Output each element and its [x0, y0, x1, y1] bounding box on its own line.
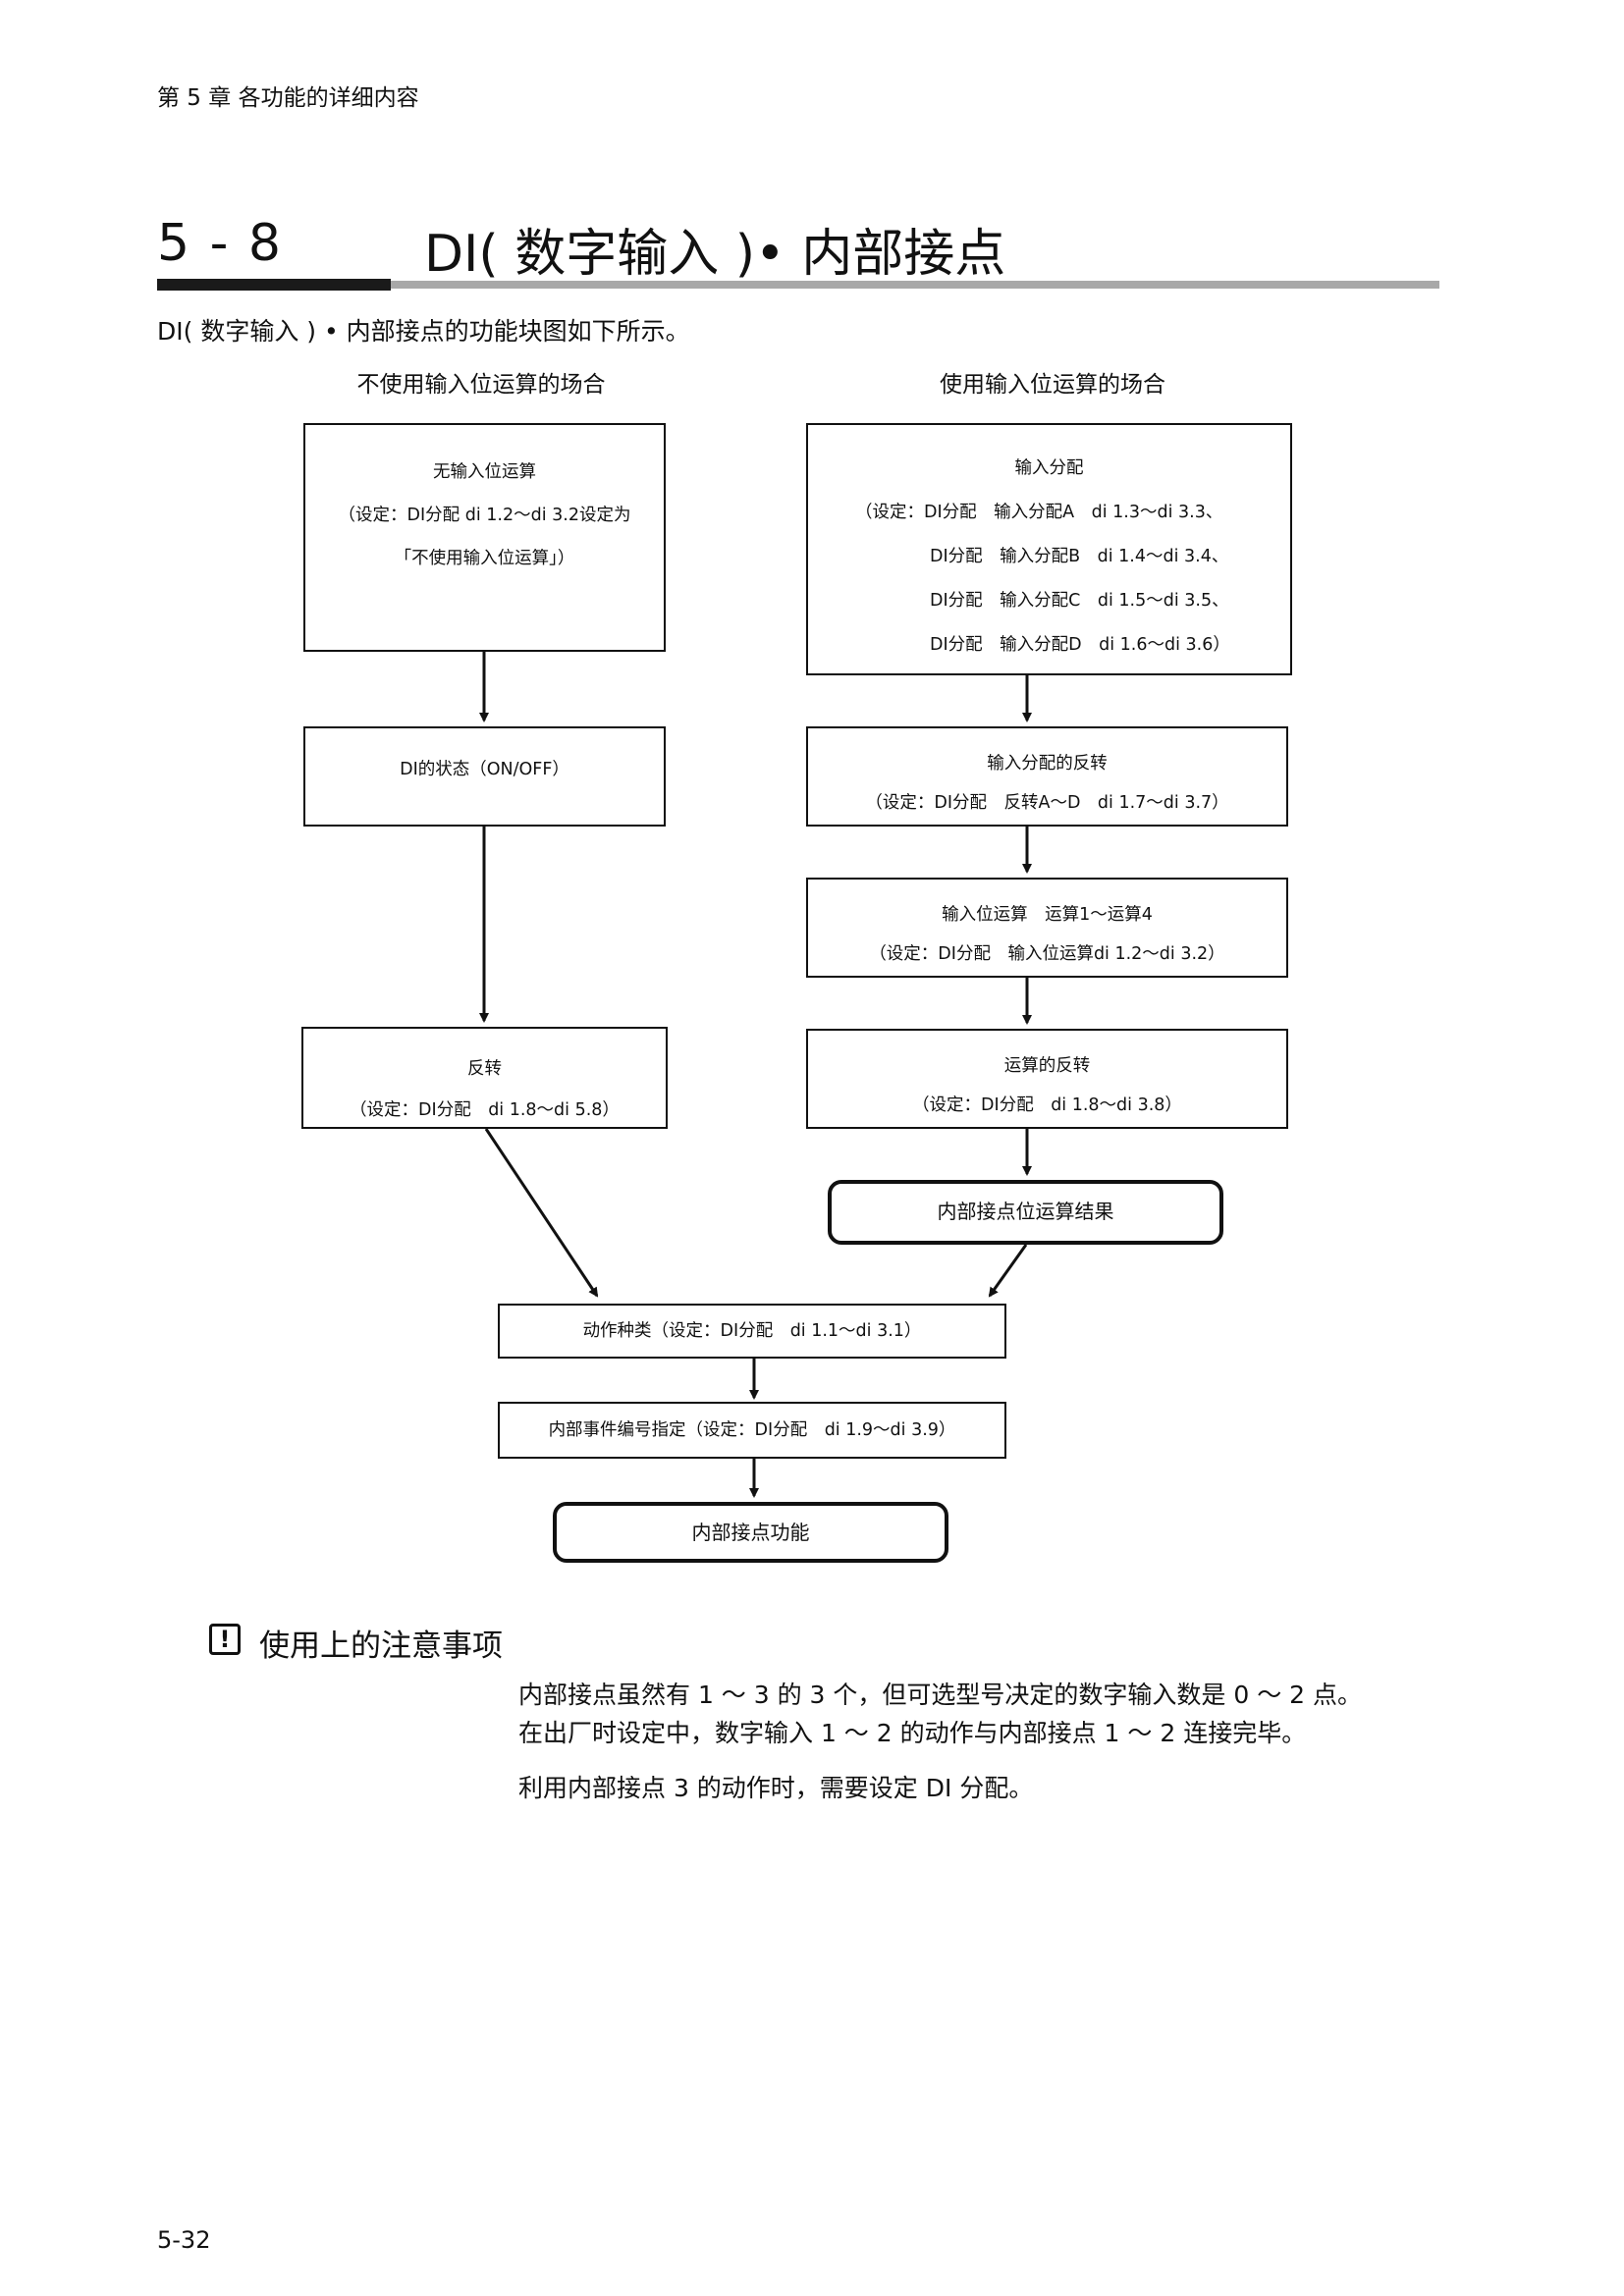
bit-operation-result-box: 内部接点位运算结果 [828, 1180, 1223, 1245]
left-column-heading: 不使用输入位运算的场合 [356, 372, 606, 398]
box-line: 内部事件编号指定（设定：DI分配 di 1.9～di 3.9） [548, 1420, 956, 1440]
box-line: （设定：DI分配 反转A～D di 1.7～di 3.7） [865, 793, 1229, 813]
input-assignment-inversion-box: 输入分配的反转 （设定：DI分配 反转A～D di 1.7～di 3.7） [806, 726, 1288, 827]
di-status-box: DI的状态（ON/OFF） [303, 726, 666, 827]
section-number: 5 - 8 [157, 214, 283, 273]
box-line: 输入分配的反转 [987, 754, 1108, 774]
notice-paragraph: 利用内部接点 3 的动作时，需要设定 DI 分配。 [518, 1774, 1034, 1802]
box-line: 「不使用输入位运算」） [394, 549, 575, 568]
box-line: DI分配 输入分配C di 1.5～di 3.5、 [930, 591, 1229, 611]
section-title: DI( 数字输入 )• 内部接点 [424, 225, 1006, 284]
box-line: （设定：DI分配 输入分配A di 1.3～di 3.3、 [855, 503, 1223, 522]
running-head: 第 5 章 各功能的详细内容 [157, 85, 419, 111]
input-bit-operation-box: 输入位运算 运算1～运算4 （设定：DI分配 输入位运算di 1.2～di 3.… [806, 878, 1288, 978]
left-inversion-box: 反转 （设定：DI分配 di 1.8～di 5.8） [301, 1027, 668, 1129]
exclamation-icon: ! [209, 1624, 241, 1655]
operation-inversion-box: 运算的反转 （设定：DI分配 di 1.8～di 3.8） [806, 1029, 1288, 1129]
box-line: 内部接点功能 [691, 1521, 810, 1544]
box-line: 运算的反转 [1003, 1056, 1091, 1076]
box-line: （设定：DI分配 di 1.8～di 5.8） [350, 1100, 620, 1120]
title-underline-dark [157, 279, 391, 291]
box-line: （设定：DI分配 di 1.2～di 3.2设定为 [338, 506, 631, 525]
box-line: 内部接点位运算结果 [937, 1200, 1114, 1223]
input-assignment-box: 输入分配 （设定：DI分配 输入分配A di 1.3～di 3.3、 DI分配 … [806, 423, 1292, 675]
notice-paragraph: 在出厂时设定中，数字输入 1 ～ 2 的动作与内部接点 1 ～ 2 连接完毕。 [518, 1719, 1307, 1747]
event-number-box: 内部事件编号指定（设定：DI分配 di 1.9～di 3.9） [498, 1402, 1006, 1459]
title-underline-grey [391, 281, 1439, 289]
notice-title: 使用上的注意事项 [259, 1629, 503, 1664]
box-line: 反转 [467, 1059, 502, 1079]
no-bit-operation-box: 无输入位运算 （设定：DI分配 di 1.2～di 3.2设定为 「不使用输入位… [303, 423, 666, 652]
notice-paragraph: 内部接点虽然有 1 ～ 3 的 3 个，但可选型号决定的数字输入数是 0 ～ 2… [518, 1681, 1362, 1709]
right-column-heading: 使用输入位运算的场合 [940, 372, 1165, 398]
box-line: DI的状态（ON/OFF） [400, 760, 569, 779]
box-line: 无输入位运算 [433, 462, 536, 482]
box-line: 动作种类（设定：DI分配 di 1.1～di 3.1） [582, 1321, 922, 1341]
box-line: 输入分配 [1014, 458, 1084, 478]
action-type-box: 动作种类（设定：DI分配 di 1.1～di 3.1） [498, 1304, 1006, 1359]
page-number: 5-32 [157, 2226, 211, 2254]
box-line: 输入位运算 运算1～运算4 [942, 905, 1153, 925]
box-line: （设定：DI分配 输入位运算di 1.2～di 3.2） [869, 944, 1225, 964]
box-line: （设定：DI分配 di 1.8～di 3.8） [912, 1095, 1182, 1115]
intro-text: DI( 数字输入 ) • 内部接点的功能块图如下所示。 [157, 317, 690, 346]
box-line: DI分配 输入分配D di 1.6～di 3.6） [930, 635, 1230, 655]
box-line: DI分配 输入分配B di 1.4～di 3.4、 [930, 547, 1229, 566]
internal-contact-function-box: 内部接点功能 [553, 1502, 948, 1563]
